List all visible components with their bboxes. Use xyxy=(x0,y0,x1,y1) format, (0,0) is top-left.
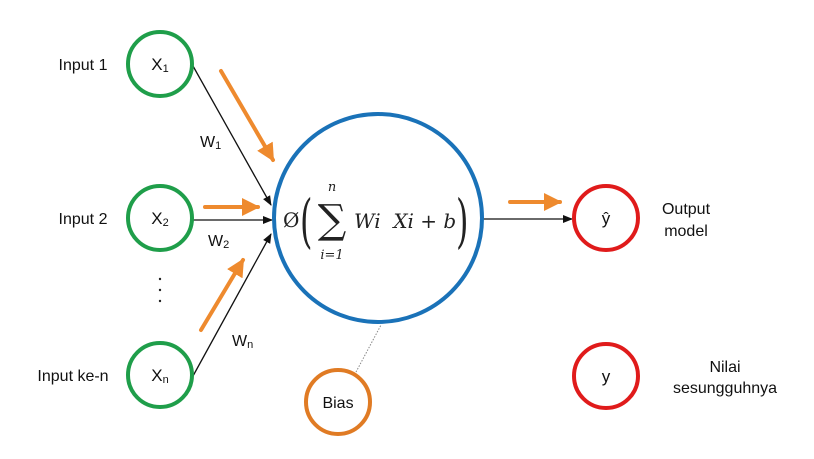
neuron-node: Ø ( ∑ n i=1 Wi Xi + b ) xyxy=(272,112,484,324)
output-node-label: ŷ xyxy=(602,209,611,228)
svg-text:X1: X1 xyxy=(151,55,168,75)
weight-label-2: W2 xyxy=(208,233,229,251)
weight-letter: W xyxy=(200,134,216,151)
signal-arrow-n xyxy=(199,258,245,332)
node-subscript: 1 xyxy=(163,63,169,75)
sum-lower-limit: i=1 xyxy=(320,248,343,263)
node-subscript: n xyxy=(163,374,169,386)
input-node-1: X1 xyxy=(126,30,194,98)
bias-label: Bias xyxy=(322,395,353,412)
sum-upper-limit: n xyxy=(328,180,336,195)
signal-arrow-1 xyxy=(219,69,275,162)
actual-node-label: y xyxy=(602,367,611,386)
input-label-n: Input ke-n xyxy=(37,368,108,385)
bias-node: Bias xyxy=(304,368,372,436)
weight-subscript: n xyxy=(247,339,253,351)
input-node-n: Xn xyxy=(126,341,194,409)
svg-text:Xn: Xn xyxy=(151,366,168,386)
weight-subscript: 1 xyxy=(215,140,221,152)
actual-label-line2: sesungguhnya xyxy=(673,380,777,397)
open-paren: ( xyxy=(300,189,312,256)
weight-label-n: Wn xyxy=(232,333,253,351)
sigma-symbol: ∑ xyxy=(318,197,347,243)
ellipsis-dots xyxy=(158,277,162,303)
actual-value-node: y xyxy=(572,342,640,410)
weight-label-1: W1 xyxy=(200,134,221,152)
output-node: ŷ xyxy=(572,184,640,252)
actual-label-line1: Nilai xyxy=(709,359,740,376)
output-label-line1: Output xyxy=(662,201,711,218)
node-label: X xyxy=(151,209,162,228)
formula-expression: Wi Xi + b xyxy=(354,209,456,233)
output-label-line2: model xyxy=(664,223,708,240)
input-label-2: Input 2 xyxy=(59,211,108,228)
input-label-1: Input 1 xyxy=(59,57,108,74)
bias-link xyxy=(355,324,382,373)
weight-letter: W xyxy=(208,233,224,250)
node-subscript: 2 xyxy=(163,217,169,229)
weight-letter: W xyxy=(232,333,248,350)
node-label: X xyxy=(151,366,162,385)
connection-xn xyxy=(192,233,272,377)
input-node-2: X2 xyxy=(126,184,194,252)
connection-x1 xyxy=(192,65,272,206)
weight-subscript: 2 xyxy=(223,239,229,251)
node-label: X xyxy=(151,55,162,74)
activation-symbol: Ø xyxy=(283,208,299,232)
close-paren: ) xyxy=(456,189,468,256)
svg-text:X2: X2 xyxy=(151,209,168,229)
